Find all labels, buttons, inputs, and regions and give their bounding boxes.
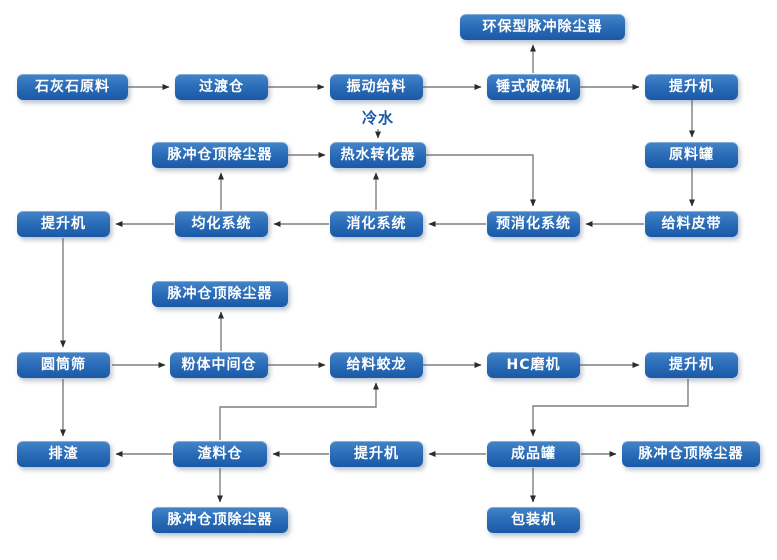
flow-node-limestone-raw-material: 石灰石原料 — [17, 74, 128, 100]
flow-node-label: 原料罐 — [669, 147, 714, 163]
flow-node-raw-material-tank: 原料罐 — [645, 142, 738, 168]
flow-node-label: 给料皮带 — [661, 216, 722, 232]
flow-node-slag-bin: 渣料仓 — [173, 441, 267, 467]
flow-node-vibrating-feeder: 振动给料 — [330, 74, 423, 100]
flow-node-label: 过渡仓 — [199, 79, 244, 95]
flow-node-feeding-auger: 给料蛟龙 — [330, 352, 423, 378]
flow-node-label: 振动给料 — [346, 79, 407, 95]
flow-node-label: 粉体中间仓 — [181, 357, 257, 373]
flow-node-label: 消化系统 — [346, 216, 407, 232]
flow-node-silo-top-pulse-collector-3: 脉冲仓顶除尘器 — [622, 441, 760, 467]
flow-node-label: 圆筒筛 — [41, 357, 86, 373]
flow-node-digestion-system: 消化系统 — [330, 211, 423, 237]
flow-arrow-slag-bin-to-feeding-auger — [219, 382, 379, 440]
flow-node-label: 脉冲仓顶除尘器 — [167, 147, 273, 163]
flow-node-eco-pulse-dust-collector: 环保型脉冲除尘器 — [460, 14, 625, 40]
flow-node-powder-intermediate-bin: 粉体中间仓 — [170, 352, 268, 378]
flow-node-label: 提升机 — [669, 357, 714, 373]
flow-node-packing-machine: 包装机 — [487, 507, 580, 533]
flow-node-label: 渣料仓 — [197, 446, 243, 462]
flow-node-hammer-crusher: 锤式破碎机 — [487, 74, 580, 100]
flow-node-label: 提升机 — [669, 79, 714, 95]
flow-node-label: 提升机 — [41, 216, 86, 232]
flow-node-feeding-belt: 给料皮带 — [645, 211, 738, 237]
flow-node-label: 脉冲仓顶除尘器 — [167, 512, 273, 528]
flow-node-label: 排渣 — [48, 446, 79, 462]
flow-node-hot-water-converter: 热水转化器 — [330, 142, 426, 168]
flow-node-silo-top-pulse-collector-4: 脉冲仓顶除尘器 — [152, 507, 288, 533]
flow-node-label: 锤式破碎机 — [496, 79, 571, 95]
flow-node-label: 脉冲仓顶除尘器 — [167, 286, 273, 302]
flow-node-transition-bin: 过渡仓 — [175, 74, 268, 100]
flow-node-homogenization-system: 均化系统 — [175, 211, 268, 237]
flow-node-label: 均化系统 — [191, 216, 252, 232]
flow-node-hc-mill: HC磨机 — [487, 352, 580, 378]
flow-node-label: 石灰石原料 — [35, 79, 110, 95]
flow-node-label: 热水转化器 — [340, 147, 416, 163]
flow-node-bucket-elevator-2: 提升机 — [17, 211, 110, 237]
cold-water-label: 冷水 — [361, 109, 394, 127]
flow-node-label: 环保型脉冲除尘器 — [482, 19, 603, 35]
flow-node-label: 给料蛟龙 — [346, 357, 407, 373]
flow-node-label: 预消化系统 — [496, 216, 571, 232]
flow-node-label: 成品罐 — [511, 446, 556, 462]
flow-node-finished-product-tank: 成品罐 — [487, 441, 580, 467]
flow-node-drum-screen: 圆筒筛 — [17, 352, 110, 378]
flow-node-label: 提升机 — [354, 446, 399, 462]
flow-node-label: 包装机 — [511, 512, 556, 528]
flow-node-pre-digestion-system: 预消化系统 — [487, 211, 580, 237]
flow-node-silo-top-pulse-collector-1: 脉冲仓顶除尘器 — [152, 142, 288, 168]
flow-arrow-converter-to-pre-digestion — [426, 154, 536, 207]
flow-node-label: HC磨机 — [506, 357, 561, 373]
flow-node-slag-discharge: 排渣 — [17, 441, 110, 467]
flow-node-label: 脉冲仓顶除尘器 — [638, 446, 744, 462]
flow-arrow-elevator3-to-product-tank — [530, 379, 689, 437]
flow-node-silo-top-pulse-collector-2: 脉冲仓顶除尘器 — [152, 281, 288, 307]
flow-node-bucket-elevator-3: 提升机 — [645, 352, 738, 378]
flow-node-bucket-elevator-4: 提升机 — [330, 441, 423, 467]
flow-node-bucket-elevator-1: 提升机 — [645, 74, 738, 100]
